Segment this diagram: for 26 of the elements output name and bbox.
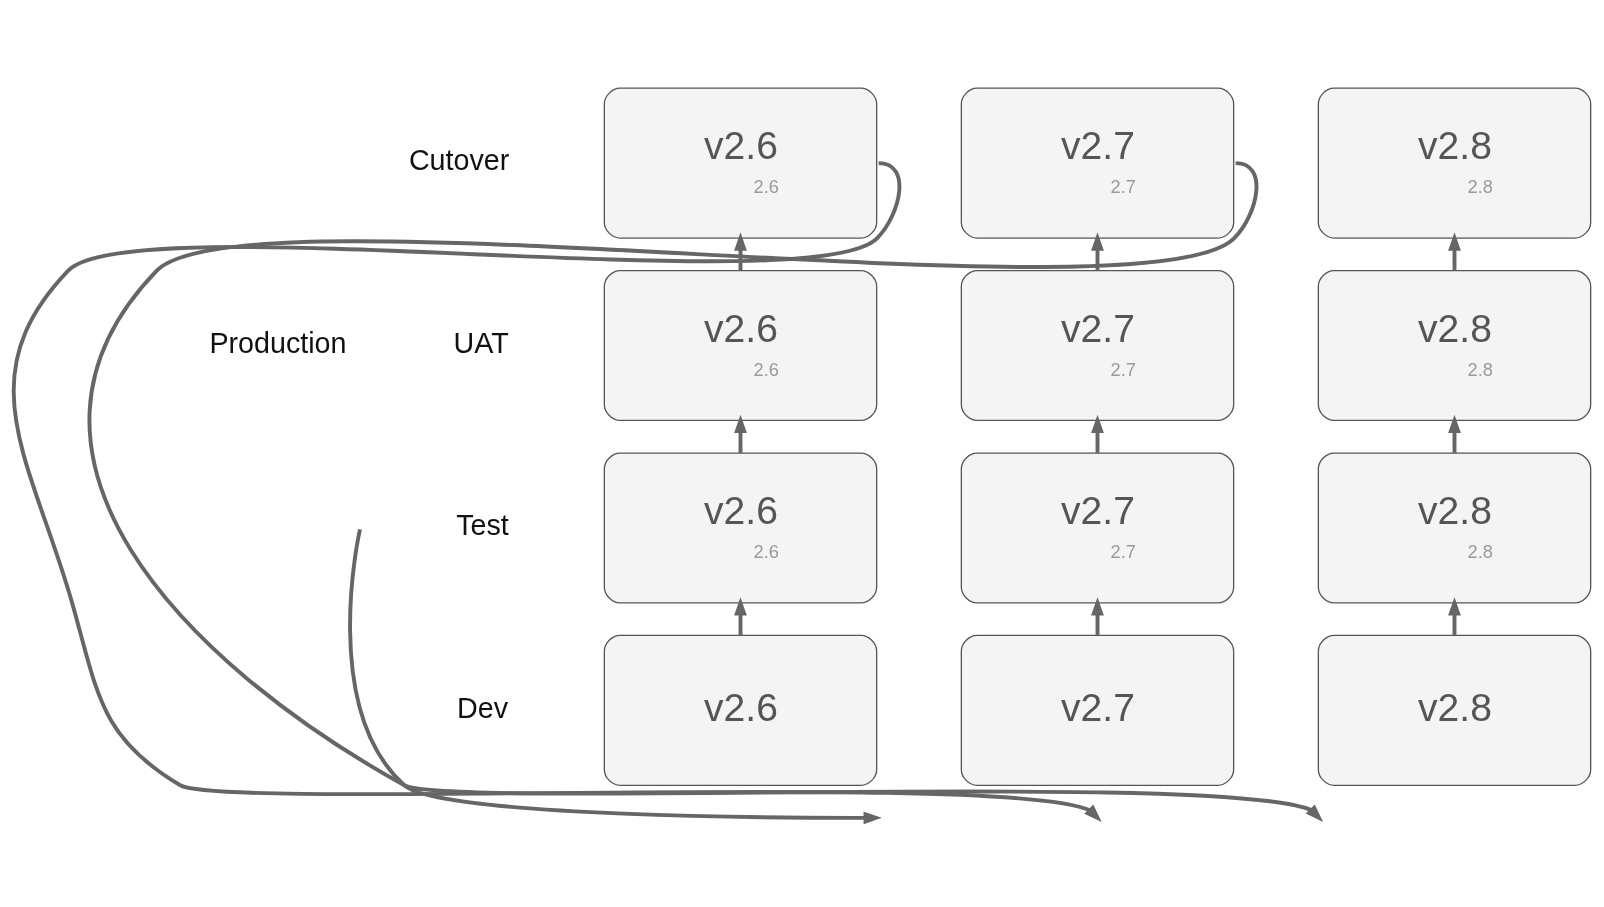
arrow bbox=[1448, 414, 1461, 453]
node-box: v2.7 bbox=[960, 634, 1235, 786]
node-box: v2.6 2.6 bbox=[603, 452, 878, 604]
node-box: v2.8 2.8 bbox=[1317, 269, 1592, 422]
label: Test bbox=[456, 509, 509, 542]
node-box: v2.7 2.7 bbox=[960, 87, 1235, 239]
arrow bbox=[1091, 597, 1104, 636]
label: Production bbox=[209, 326, 347, 359]
arrow bbox=[1448, 232, 1461, 271]
node-box: v2.6 bbox=[603, 634, 878, 786]
label: Dev bbox=[457, 691, 509, 724]
node-box: v2.8 2.8 bbox=[1317, 87, 1592, 239]
label: Cutover bbox=[408, 144, 510, 177]
arrow bbox=[734, 414, 747, 453]
node-box: v2.6 2.6 bbox=[603, 87, 878, 239]
arrow bbox=[1448, 597, 1461, 636]
arrow bbox=[734, 232, 747, 271]
node-box: v2.8 bbox=[1317, 634, 1592, 786]
node-box: v2.7 2.7 bbox=[960, 452, 1235, 604]
label: UAT bbox=[453, 326, 509, 359]
arrow bbox=[1091, 414, 1104, 453]
node-box: v2.7 2.7 bbox=[960, 269, 1235, 422]
node-box: v2.6 2.6 bbox=[603, 269, 878, 422]
arrow bbox=[1091, 232, 1104, 271]
node-box: v2.8 2.8 bbox=[1317, 452, 1592, 604]
arrow bbox=[734, 597, 747, 636]
